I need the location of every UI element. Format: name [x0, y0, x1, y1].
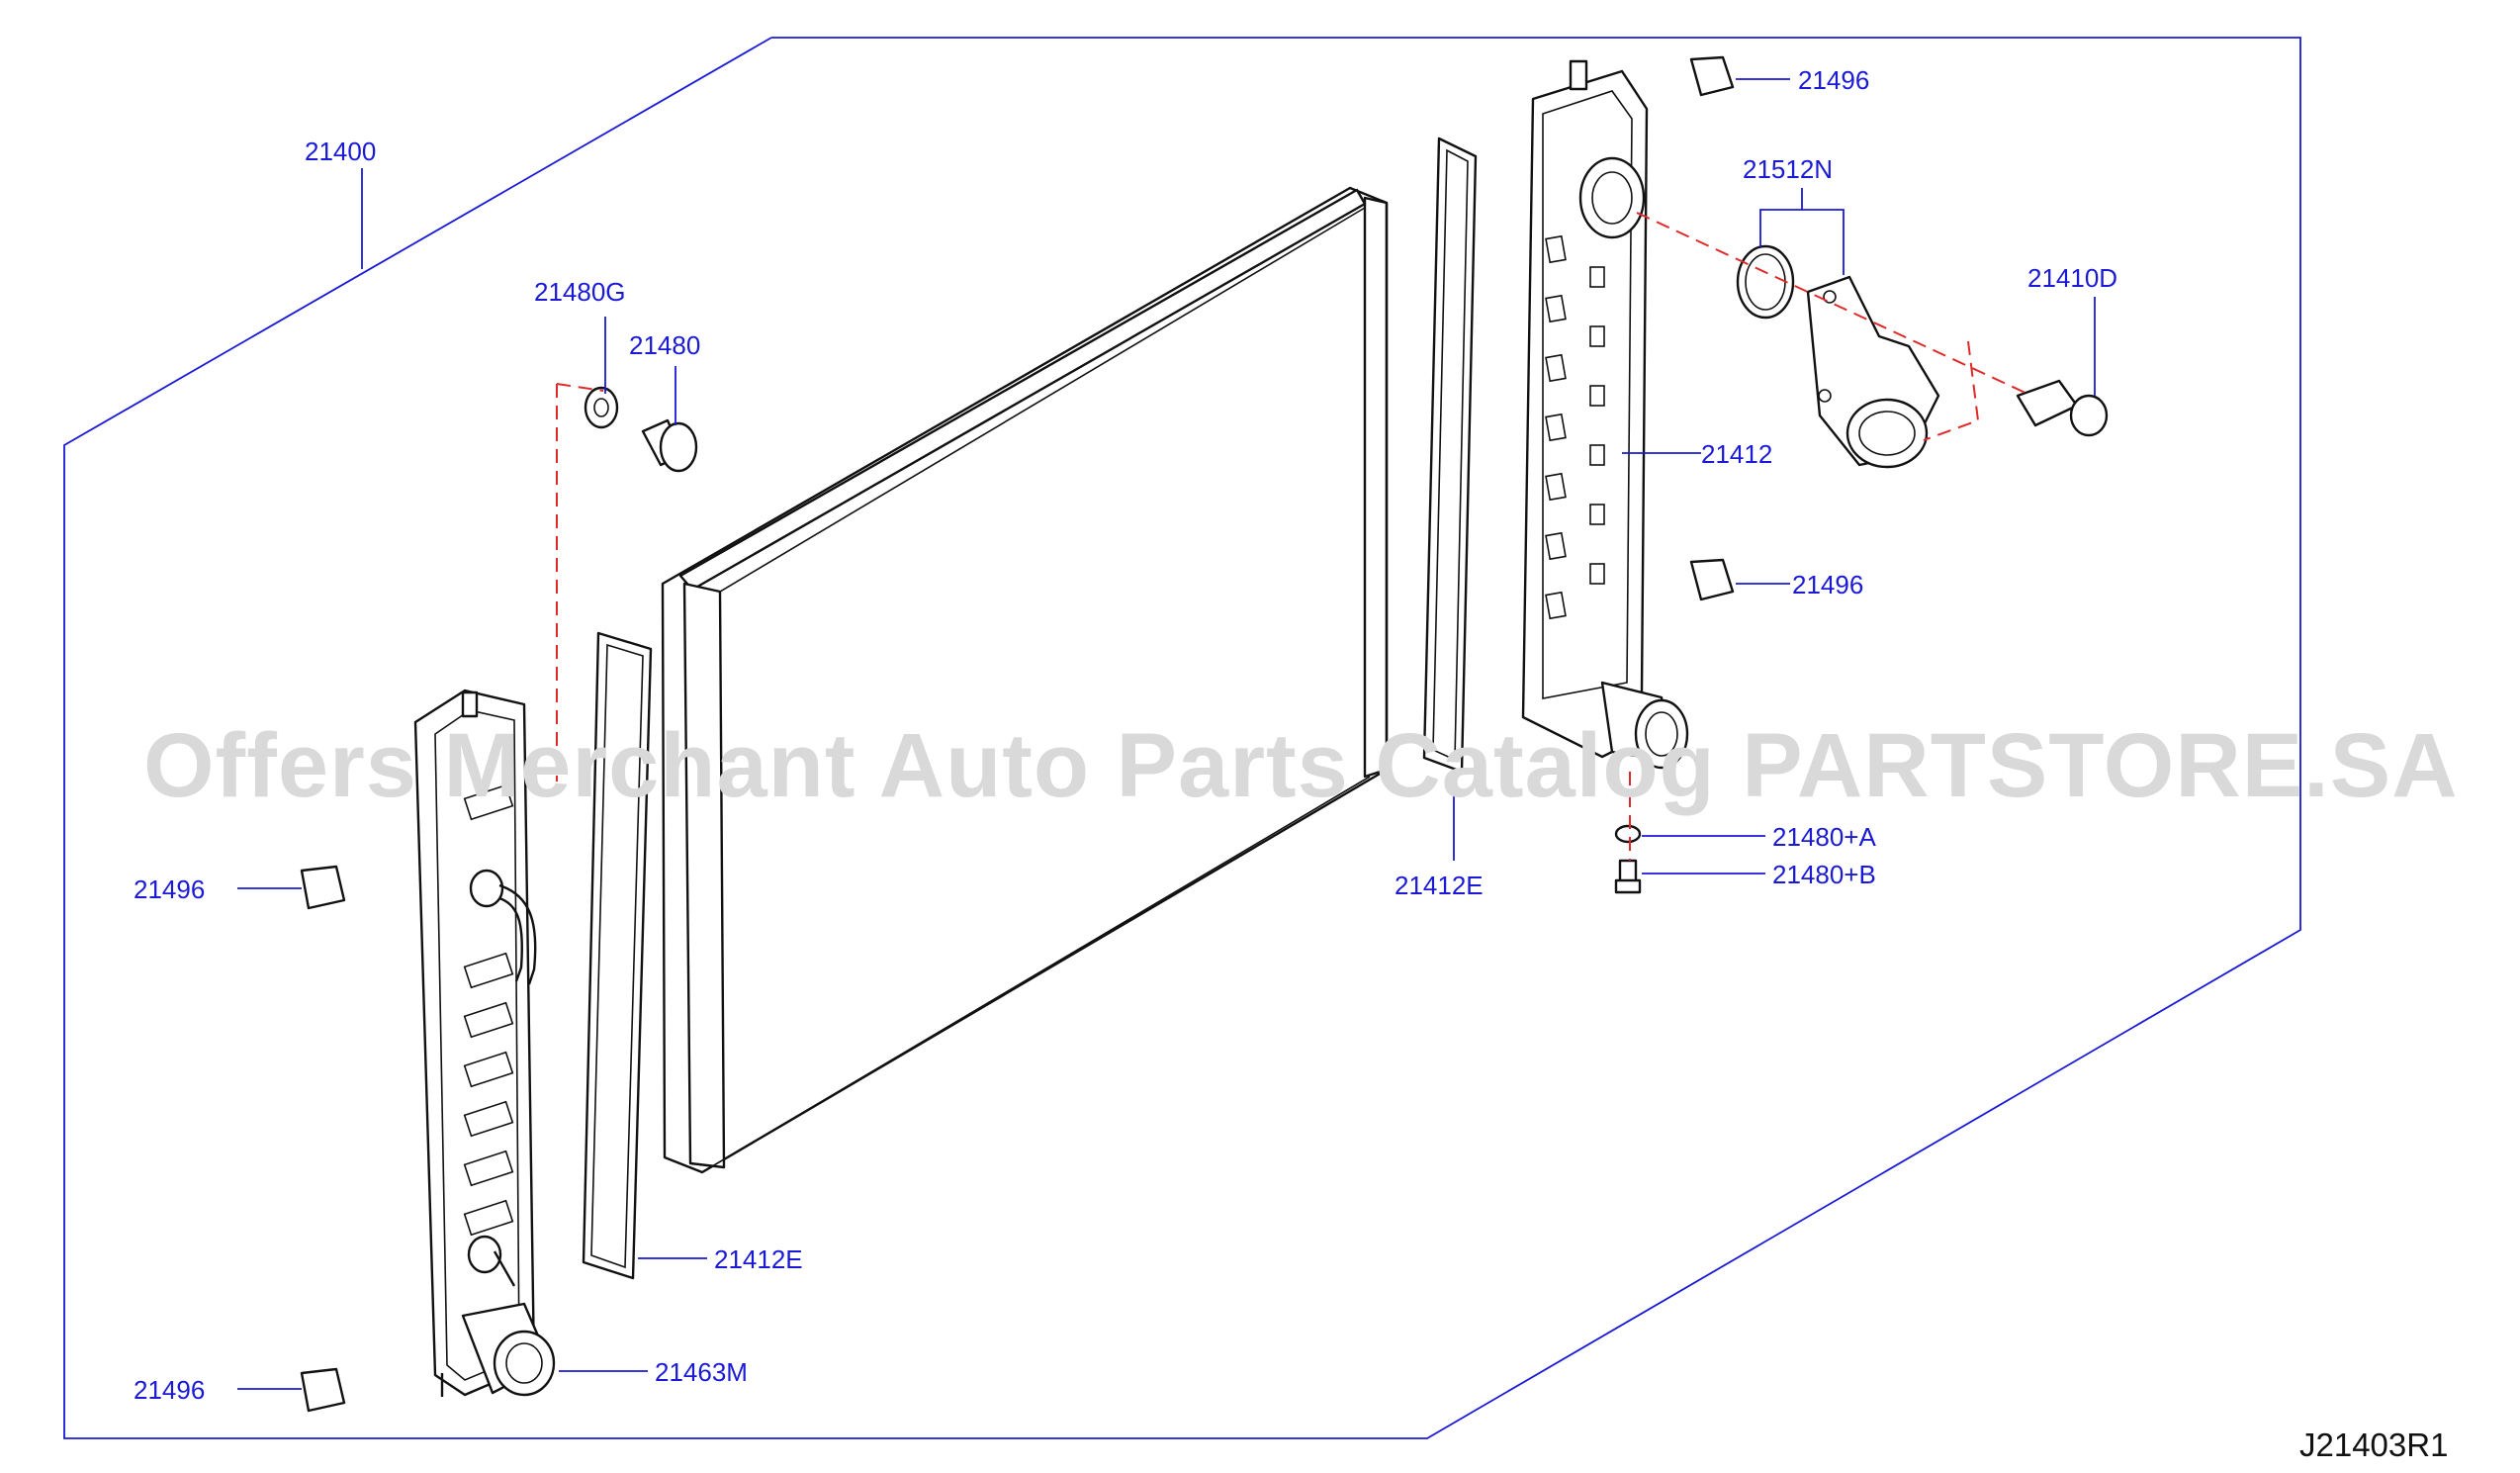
callout-21512n[interactable]: 21512N — [1743, 154, 1833, 184]
callout-21480g[interactable]: 21480G — [534, 277, 626, 307]
watermark-text: Offers Merchant Auto Parts Catalog PARTS… — [143, 715, 2459, 816]
bolt-21410d[interactable] — [2016, 379, 2109, 437]
callout-21412e-center[interactable]: 21412E — [1395, 871, 1484, 900]
callout-21400[interactable]: 21400 — [305, 137, 376, 166]
bolt-21480b[interactable] — [1614, 859, 1642, 894]
filler-neck-21512n[interactable] — [1736, 244, 1940, 469]
callout-21496-mid-left[interactable]: 21496 — [134, 875, 205, 904]
plug-21480[interactable] — [641, 418, 698, 473]
seal-right[interactable] — [1422, 137, 1478, 774]
left-tank[interactable] — [413, 689, 556, 1397]
washer-21480g[interactable] — [584, 386, 619, 429]
callout-21480a[interactable]: 21480+A — [1772, 822, 1876, 852]
callout-21463m[interactable]: 21463M — [655, 1357, 748, 1387]
callout-21412[interactable]: 21412 — [1701, 439, 1772, 469]
radiator-core[interactable] — [661, 186, 1389, 1174]
assembly-guide-lines — [556, 212, 2028, 861]
clip-21496-mid-right[interactable] — [1689, 558, 1735, 601]
seal-left[interactable] — [582, 631, 653, 1280]
callout-21496-top-right[interactable]: 21496 — [1798, 65, 1869, 95]
callout-21480[interactable]: 21480 — [629, 330, 700, 360]
clip-21496-bottom-left[interactable] — [300, 1367, 346, 1413]
clip-21496-top-right[interactable] — [1689, 55, 1735, 97]
callout-labels: 21400 21480G 21480 21496 21512N 21410D 2… — [134, 65, 2117, 1405]
callout-21410d[interactable]: 21410D — [2027, 263, 2117, 293]
callout-21496-mid-right[interactable]: 21496 — [1792, 570, 1863, 599]
leader-lines — [237, 78, 2096, 1390]
callout-21480b[interactable]: 21480+B — [1772, 860, 1876, 889]
callout-21496-bottom-left[interactable]: 21496 — [134, 1375, 205, 1405]
right-tank[interactable] — [1521, 59, 1689, 770]
assembly-frame — [63, 37, 2301, 1439]
callout-21412e-bottom[interactable]: 21412E — [714, 1244, 803, 1274]
clip-21496-mid-left[interactable] — [300, 865, 346, 910]
reference-code: J21403R1 — [2299, 1427, 2448, 1463]
drain-cock[interactable] — [461, 1302, 556, 1397]
washer-21480a[interactable] — [1614, 824, 1642, 844]
